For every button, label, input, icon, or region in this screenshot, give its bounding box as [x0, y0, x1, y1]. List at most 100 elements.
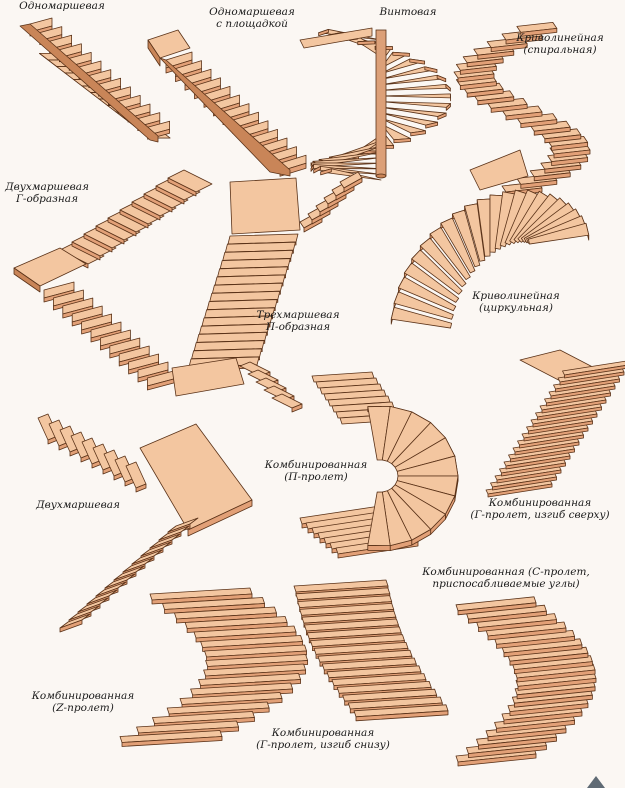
stair-riser [492, 476, 557, 491]
stair-riser [501, 462, 566, 477]
stair-riser [509, 703, 589, 716]
stair-riser [555, 378, 620, 393]
stair-riser [490, 43, 528, 52]
landing-top [299, 27, 373, 49]
stair-riser [478, 619, 557, 632]
stair-riser [459, 66, 497, 75]
label-combined-l-top: Комбинированная (Г-пролет, изгиб сверху) [470, 497, 610, 521]
stair-riser [468, 610, 547, 624]
stair-riser [516, 686, 596, 700]
stair-riser [437, 112, 447, 120]
stair-riser [509, 652, 589, 666]
landing-edge [13, 267, 41, 293]
stair-riser [546, 392, 611, 407]
stair-riser [121, 736, 223, 747]
stair-combined-z [119, 587, 309, 747]
stair-riser [343, 177, 363, 193]
stair-riser [553, 149, 591, 159]
stair-riser [520, 27, 558, 37]
landing-edge [187, 499, 253, 537]
stair-riser [313, 165, 321, 174]
stair-riser [487, 627, 567, 641]
stair-two-flight-l [13, 169, 213, 391]
stair-riser [107, 217, 137, 237]
stair-pole-base [375, 173, 387, 179]
stair-riser [457, 753, 537, 767]
landing-top [469, 149, 529, 191]
stair-combined-l-top [485, 349, 625, 498]
stair-riser [445, 103, 451, 111]
stair-riser [409, 58, 426, 65]
stair-two-flight [37, 413, 253, 633]
label-two-flight-l: Двухмаршевая Г-образная [5, 181, 89, 205]
stair-riser [357, 40, 376, 46]
stair-stringer [159, 57, 291, 177]
stair-riser [95, 225, 125, 245]
label-one-flight-landing: Одномаршевая с площадкой [209, 6, 295, 30]
stair-riser [503, 711, 583, 725]
stair-riser [544, 134, 582, 144]
stair-riser [505, 455, 571, 470]
stair-curved-spiral [453, 21, 591, 197]
stair-riser [477, 96, 515, 106]
stair-riser [505, 111, 543, 121]
stair-riser [537, 406, 602, 421]
stair-riser [510, 448, 575, 463]
stair-riser [459, 81, 497, 90]
label-one-flight: Одномаршевая [19, 0, 105, 12]
label-two-flight: Двухмаршевая [36, 499, 120, 511]
stair-riser [367, 544, 391, 551]
stair-riser [516, 669, 596, 683]
triangle-icon [587, 776, 605, 788]
stair-riser [83, 233, 113, 253]
stair-riser [119, 209, 149, 229]
stair-riser [514, 441, 580, 456]
stair-riser [544, 164, 582, 174]
stair-riser [503, 644, 583, 658]
stair-riser [131, 201, 161, 221]
stair-riser [551, 141, 589, 151]
stair-riser [478, 736, 557, 750]
stair-riser [59, 619, 83, 633]
stair-tread [367, 491, 391, 546]
stair-riser [559, 371, 625, 386]
stair-riser [355, 710, 449, 722]
stair-riser [135, 483, 147, 493]
stair-riser [487, 483, 553, 498]
stair-riser [513, 661, 593, 674]
stair-riser [206, 650, 307, 662]
landing-edge [147, 39, 161, 67]
stair-riser [155, 185, 185, 205]
stair-riser [532, 413, 598, 428]
stair-riser [318, 29, 329, 37]
stair-riser [550, 385, 616, 400]
stair-riser [564, 365, 625, 379]
stair-tread [380, 101, 451, 108]
stair-riser [143, 193, 173, 213]
stair-riser [425, 121, 439, 129]
label-combined-c: Комбинированная (С-пролет, приспосаблива… [422, 566, 590, 590]
stair-riser [541, 399, 607, 414]
stair-riser [457, 73, 495, 83]
stair-riser [496, 720, 575, 733]
label-combined-z: Комбинированная (Z-пролет) [31, 690, 135, 714]
stair-riser [445, 83, 451, 92]
landing-top [171, 357, 245, 397]
stair-one-flight-landing [147, 29, 307, 177]
label-combined-u: Комбинированная (П-пролет) [264, 459, 368, 483]
stair-combined-l-bottom [293, 579, 449, 722]
stair-tread [562, 360, 625, 376]
stair-riser [496, 469, 562, 484]
label-curved-circular: Криволинейная (циркульная) [472, 290, 560, 314]
stair-riser [291, 403, 303, 413]
stair-riser [496, 636, 575, 649]
stair-riser [310, 164, 315, 172]
label-combined-l-bottom: Комбинированная (Г-пролет, изгиб снизу) [256, 727, 390, 751]
label-curved-spiral: Криволинейная (спиральная) [516, 32, 604, 56]
stair-riser [528, 420, 593, 435]
stair-riser [424, 66, 438, 73]
stair-riser [466, 58, 504, 68]
stair-combined-u-winder [367, 406, 459, 551]
stair-riser [466, 88, 504, 98]
stair-one-flight-steps [19, 17, 171, 143]
